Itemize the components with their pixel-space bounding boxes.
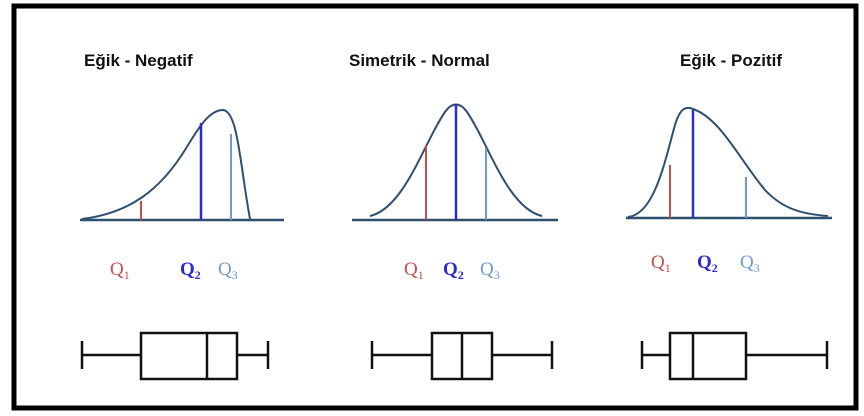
q1-label: Q1: [404, 259, 424, 282]
panel-symmetric-normal: Simetrik - Normal Q1 Q2 Q3: [349, 51, 558, 381]
box-plot: [640, 331, 829, 381]
q2-label: Q2: [443, 259, 464, 282]
q2-label: Q2: [180, 259, 201, 282]
panel-title: Simetrik - Normal: [349, 51, 490, 70]
q3-label: Q3: [218, 259, 238, 282]
panel-positive-skew: Eğik - Pozitif Q1 Q2 Q3: [626, 51, 832, 381]
iqr-box: [668, 331, 748, 381]
box-plot: [80, 331, 270, 381]
panel-title: Eğik - Negatif: [84, 51, 193, 70]
panel-negative-skew: Eğik - Negatif Q1 Q2 Q3: [80, 51, 284, 381]
q3-label: Q3: [740, 252, 760, 275]
box-plot: [370, 331, 554, 381]
distribution-curve: [627, 106, 829, 218]
q1-label: Q1: [651, 252, 671, 275]
outer-frame: [11, 3, 859, 411]
q1-label: Q1: [110, 259, 130, 282]
panel-title: Eğik - Pozitif: [680, 51, 782, 70]
iqr-box: [139, 331, 239, 381]
q2-label: Q2: [697, 252, 718, 275]
distribution-curve: [81, 108, 251, 220]
q3-label: Q3: [480, 259, 500, 282]
